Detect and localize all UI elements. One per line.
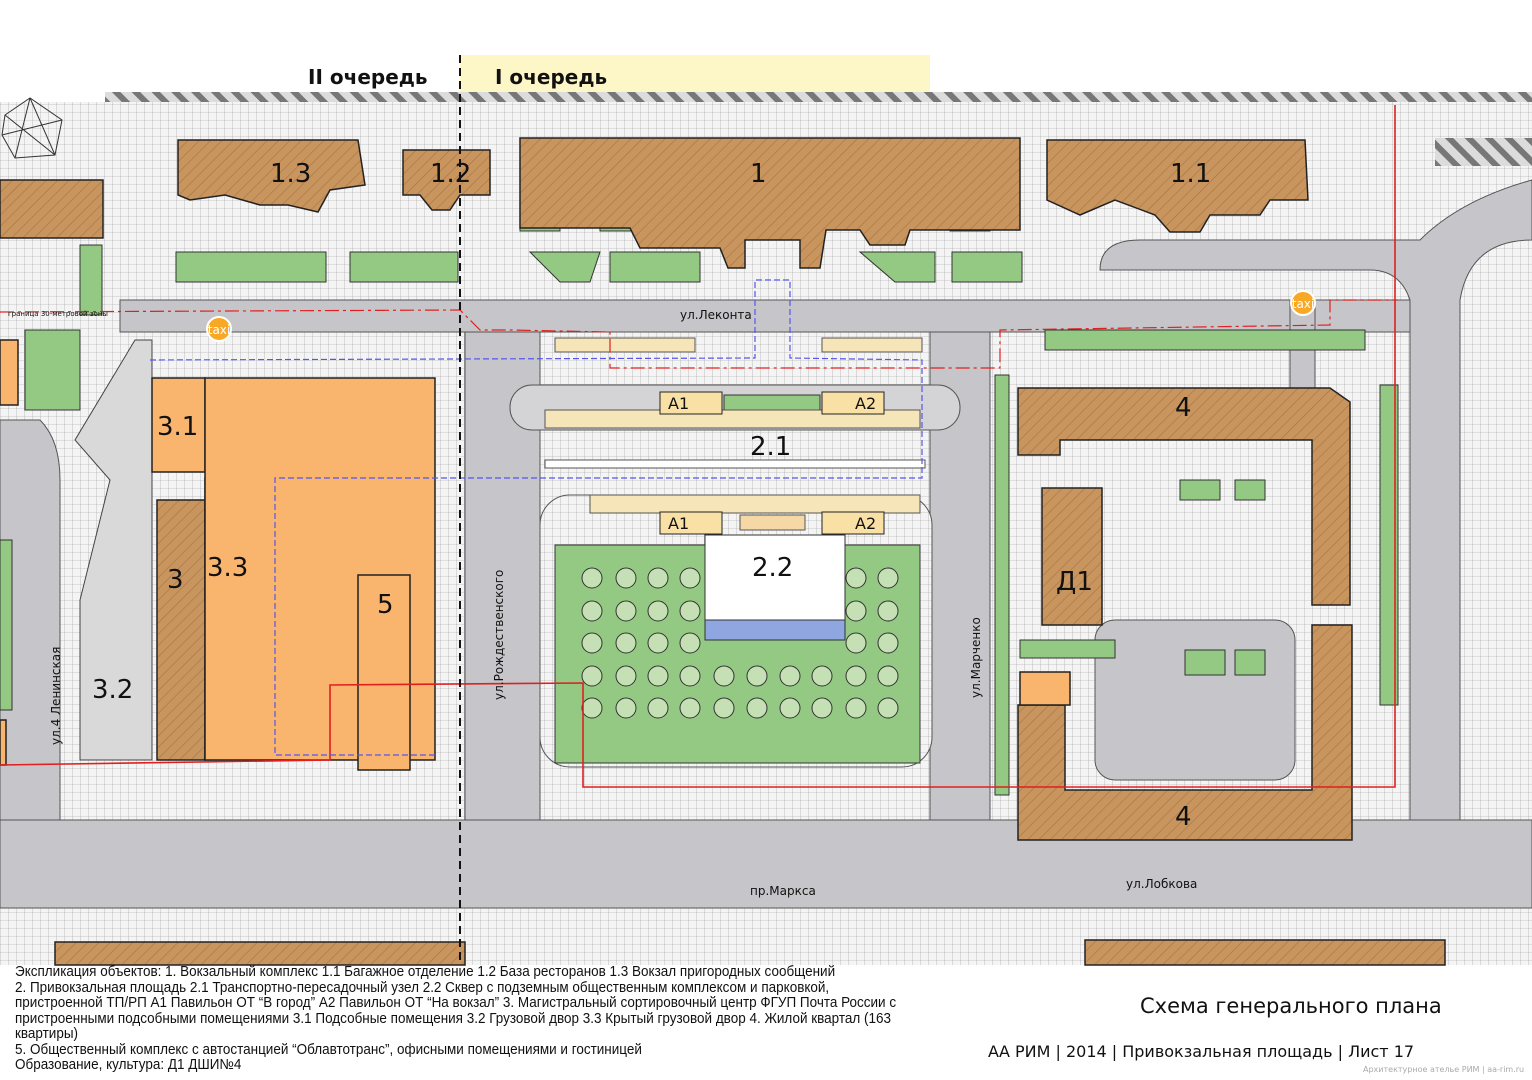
pavilion-a2: [821, 391, 885, 415]
street-lekonta: ул.Леконта: [680, 308, 752, 322]
building-2-1-label: 2.1: [750, 432, 791, 462]
legend-line: Экспликация объектов: 1. Вокзальный комп…: [15, 964, 836, 980]
legend-line: квартиры): [15, 1026, 79, 1042]
lawns: [0, 212, 1399, 796]
platform: [589, 494, 921, 514]
credit: Архитектурное ателье РИМ | aa-rim.ru: [1363, 1065, 1525, 1074]
building-1-3-label: 1.3: [270, 159, 311, 189]
fountain-court: [704, 534, 846, 621]
water: [704, 619, 846, 641]
building-1-2-label: 1.2: [430, 159, 471, 189]
kiosk: [739, 514, 806, 531]
pavilion-a1-label: A1: [668, 394, 689, 413]
building-2-2-label: 2.2: [752, 553, 793, 583]
building-5-label: 5: [377, 590, 394, 620]
phase1-label: I очередь: [495, 65, 607, 89]
street-marksa: пр.Маркса: [750, 884, 816, 898]
legend-line: 2. Привокзальная площадь 2.1 Транспортно…: [15, 979, 830, 996]
phase1-band: [460, 55, 930, 92]
zone-boundary-line: [0, 299, 1398, 369]
legend-line: 5. Общественный комплекс с автостанцией …: [15, 1041, 642, 1058]
building-3-3-label: 3.3: [207, 553, 248, 583]
street-marchenko: ул.Марченко: [969, 617, 983, 698]
sheet-title: Схема генерального плана: [1140, 994, 1442, 1018]
building-1-label: 1: [750, 159, 767, 189]
pavilion-a2-south-label: A2: [855, 514, 876, 533]
legend-line: пристроенной ТП/РП А1 Павильон ОТ “В гор…: [15, 995, 897, 1011]
taxi-stand: taxi: [1290, 290, 1316, 316]
legend-line: Образование, культура: Д1 ДШИ№4: [15, 1057, 242, 1073]
legend-line: пристроенными подсобными помещениями 3.1…: [15, 1010, 891, 1027]
taxi-label: taxi: [208, 323, 231, 337]
building-3-label: 3: [167, 565, 184, 595]
red-line: [0, 105, 1396, 788]
pavilion-a2-south: [821, 511, 885, 535]
legend: Экспликация объектов: 1. Вокзальный комп…: [15, 964, 1047, 1074]
taxi-stand: taxi: [206, 316, 232, 342]
building-4-label: 4: [1175, 393, 1192, 423]
railway-stub: [1435, 138, 1532, 166]
platform: [554, 337, 696, 353]
street-rozhdestvenskogo: ул.Рождественского: [492, 570, 506, 700]
pavilion-a1-south: [659, 511, 723, 535]
platform: [821, 337, 923, 353]
pavilion-a1: [659, 391, 723, 415]
zone-boundary-label: граница 30-метровой зоны: [8, 310, 108, 318]
underground-outline: [149, 279, 923, 756]
railway: [105, 92, 1532, 102]
tree-row-lekonta: [1044, 329, 1366, 351]
compass-icon: [1, 97, 63, 159]
street-leninskaya: ул.4 Ленинская: [49, 647, 63, 745]
building-1-1-label: 1.1: [1170, 159, 1211, 189]
building-3-2-label: 3.2: [92, 675, 133, 705]
street-lobkova: ул.Лобкова: [1126, 877, 1197, 891]
sheet-footer: АА РИМ | 2014 | Привокзальная площадь | …: [988, 1042, 1415, 1061]
pavilion-a2-label: A2: [855, 394, 876, 413]
building-d1-label: Д1: [1056, 567, 1093, 597]
taxi-label: taxi: [1292, 297, 1315, 311]
building-3-1-label: 3.1: [157, 412, 198, 442]
phase2-label: II очередь: [308, 65, 428, 89]
buildings: [0, 137, 1446, 966]
building-4-south-label: 4: [1175, 802, 1192, 832]
pavilion-a1-south-label: A1: [668, 514, 689, 533]
trees: [581, 567, 899, 719]
